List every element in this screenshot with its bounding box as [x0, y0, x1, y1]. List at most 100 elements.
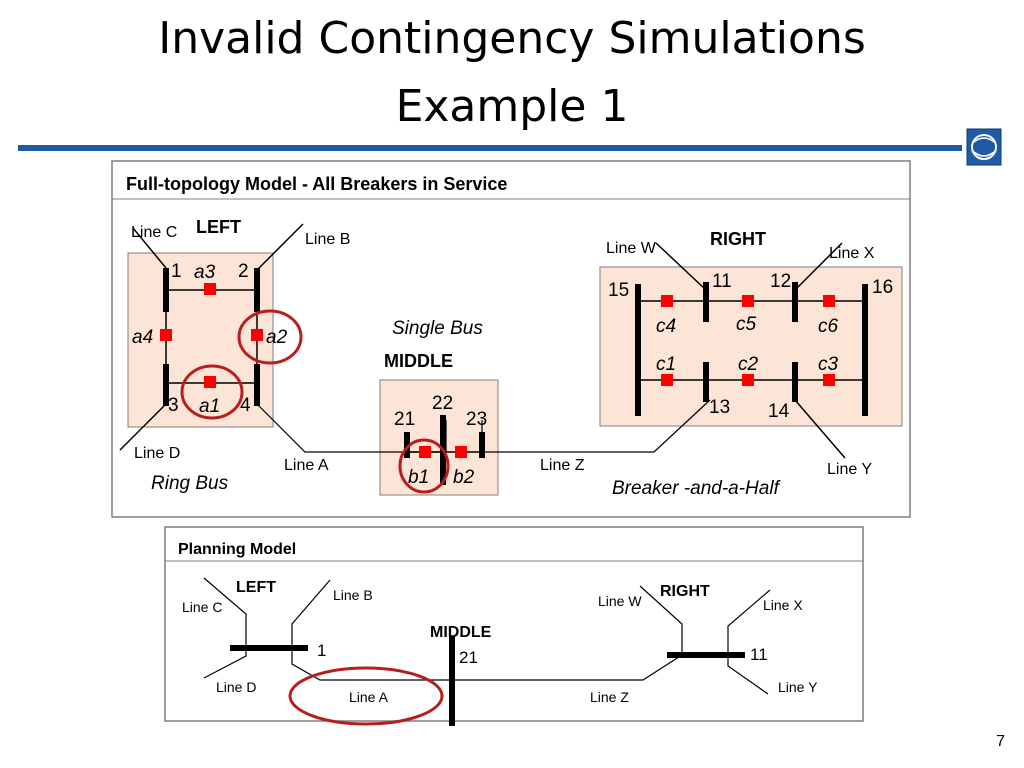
- planning-line-b-wire: [291, 579, 331, 648]
- breaker-a4: [160, 329, 172, 341]
- planning-line-x-label: Line X: [763, 597, 803, 613]
- planning-line-y-label: Line Y: [778, 679, 818, 695]
- planning-line-c-label: Line C: [182, 599, 222, 615]
- breaker-b2-label: b2: [453, 467, 475, 488]
- right-line-z-label: Line Z: [540, 457, 585, 474]
- middle-node-22: 22: [432, 393, 453, 414]
- right-node-13: 13: [709, 397, 730, 418]
- left-node-4: 4: [240, 395, 251, 416]
- right-line-w-label: Line W: [606, 240, 657, 257]
- breaker-b2: [455, 446, 467, 458]
- left-station-caption: Ring Bus: [151, 473, 229, 494]
- left-bus-2: [254, 268, 260, 312]
- right-bus-15: [635, 284, 641, 416]
- left-bus-4: [254, 364, 260, 406]
- breaker-a1: [204, 376, 216, 388]
- breaker-c4: [661, 295, 673, 307]
- breaker-c4-label: c4: [656, 316, 676, 337]
- middle-station-title: MIDDLE: [384, 351, 453, 371]
- planning-middle-title: MIDDLE: [430, 624, 492, 641]
- planning-middle-node: 21: [459, 648, 478, 667]
- highlight-circle-a2: [237, 309, 303, 365]
- right-bus-11: [703, 282, 709, 322]
- left-line-d-label: Line D: [134, 445, 180, 462]
- breaker-a4-label: a4: [132, 327, 153, 348]
- breaker-c6: [823, 295, 835, 307]
- slide-title-line-2: Example 1: [395, 81, 629, 132]
- breaker-c1: [661, 374, 673, 386]
- left-line-b-wire: [256, 223, 304, 271]
- right-line-x-label: Line X: [829, 245, 875, 262]
- breaker-a2: [251, 329, 263, 341]
- middle-station-caption: Single Bus: [392, 318, 483, 339]
- left-node-1: 1: [171, 261, 182, 282]
- planning-model-heading: Planning Model: [178, 541, 296, 558]
- breaker-a3: [204, 283, 216, 295]
- planning-line-a-label: Line A: [349, 689, 389, 705]
- left-node-3: 3: [168, 395, 179, 416]
- right-bus-12: [792, 282, 798, 322]
- right-line-x-wire: [794, 242, 843, 291]
- breaker-c3-label: c3: [818, 354, 839, 375]
- breaker-b1-label: b1: [408, 467, 429, 488]
- planning-left-title: LEFT: [236, 579, 276, 596]
- highlight-circle-b1: [398, 438, 450, 494]
- left-line-d-wire: [119, 403, 167, 451]
- middle-node-23: 23: [466, 409, 487, 430]
- middle-node-21: 21: [394, 409, 415, 430]
- right-node-16: 16: [872, 277, 893, 298]
- breaker-c5-label: c5: [736, 314, 757, 335]
- left-node-2: 2: [238, 261, 249, 282]
- left-station-title: LEFT: [196, 217, 241, 237]
- left-station-box: [127, 252, 274, 428]
- slide-title-line-1: Invalid Contingency Simulations: [158, 13, 866, 64]
- highlight-circle-a1: [180, 364, 244, 420]
- breaker-c5: [742, 295, 754, 307]
- left-line-a-label: Line A: [284, 457, 329, 474]
- full-topology-heading: Full-topology Model - All Breakers in Se…: [126, 174, 507, 194]
- company-logo-icon: [966, 128, 1002, 166]
- right-line-y-label: Line Y: [827, 461, 872, 478]
- planning-line-d-label: Line D: [216, 679, 256, 695]
- middle-bus-21: [404, 432, 410, 458]
- right-line-y-wire: [794, 399, 846, 459]
- planning-right-node: 11: [750, 645, 768, 664]
- planning-line-b-label: Line B: [333, 587, 373, 603]
- planning-right-title: RIGHT: [660, 583, 710, 600]
- planning-line-w-wire: [639, 585, 683, 655]
- left-line-c-wire: [132, 227, 167, 269]
- breaker-a3-label: a3: [194, 262, 216, 283]
- planning-line-w-label: Line W: [598, 593, 642, 609]
- breaker-c2: [742, 374, 754, 386]
- breaker-a2-label: a2: [266, 327, 288, 348]
- breaker-c6-label: c6: [818, 316, 839, 337]
- planning-line-z-label: Line Z: [590, 689, 629, 705]
- planning-left-node: 1: [317, 641, 326, 660]
- breaker-a1-label: a1: [199, 396, 220, 417]
- planning-right-bus: [667, 652, 745, 658]
- left-line-c-label: Line C: [131, 224, 177, 241]
- planning-line-x-wire: [727, 589, 771, 655]
- right-node-14: 14: [768, 401, 790, 422]
- breaker-c2-label: c2: [738, 354, 759, 375]
- right-node-15: 15: [608, 280, 629, 301]
- middle-bus-23: [479, 432, 485, 458]
- right-node-12: 12: [770, 271, 791, 292]
- breaker-c3: [823, 374, 835, 386]
- page-number: 7: [996, 733, 1005, 750]
- highlight-circle-line-a: [288, 666, 444, 726]
- breaker-c1-label: c1: [656, 354, 676, 375]
- right-node-11: 11: [712, 271, 732, 292]
- planning-model-panel: [164, 526, 864, 722]
- right-bus-16: [862, 284, 868, 416]
- right-bus-14: [792, 362, 798, 402]
- planning-line-z-wire: [452, 654, 683, 681]
- planning-middle-bus: [449, 637, 455, 726]
- right-station-title: RIGHT: [710, 229, 766, 249]
- planning-line-a-wire: [291, 648, 452, 681]
- planning-left-bus: [230, 645, 308, 651]
- right-station-box: [599, 266, 903, 427]
- planning-line-c-wire: [203, 577, 247, 648]
- title-divider: [18, 145, 962, 151]
